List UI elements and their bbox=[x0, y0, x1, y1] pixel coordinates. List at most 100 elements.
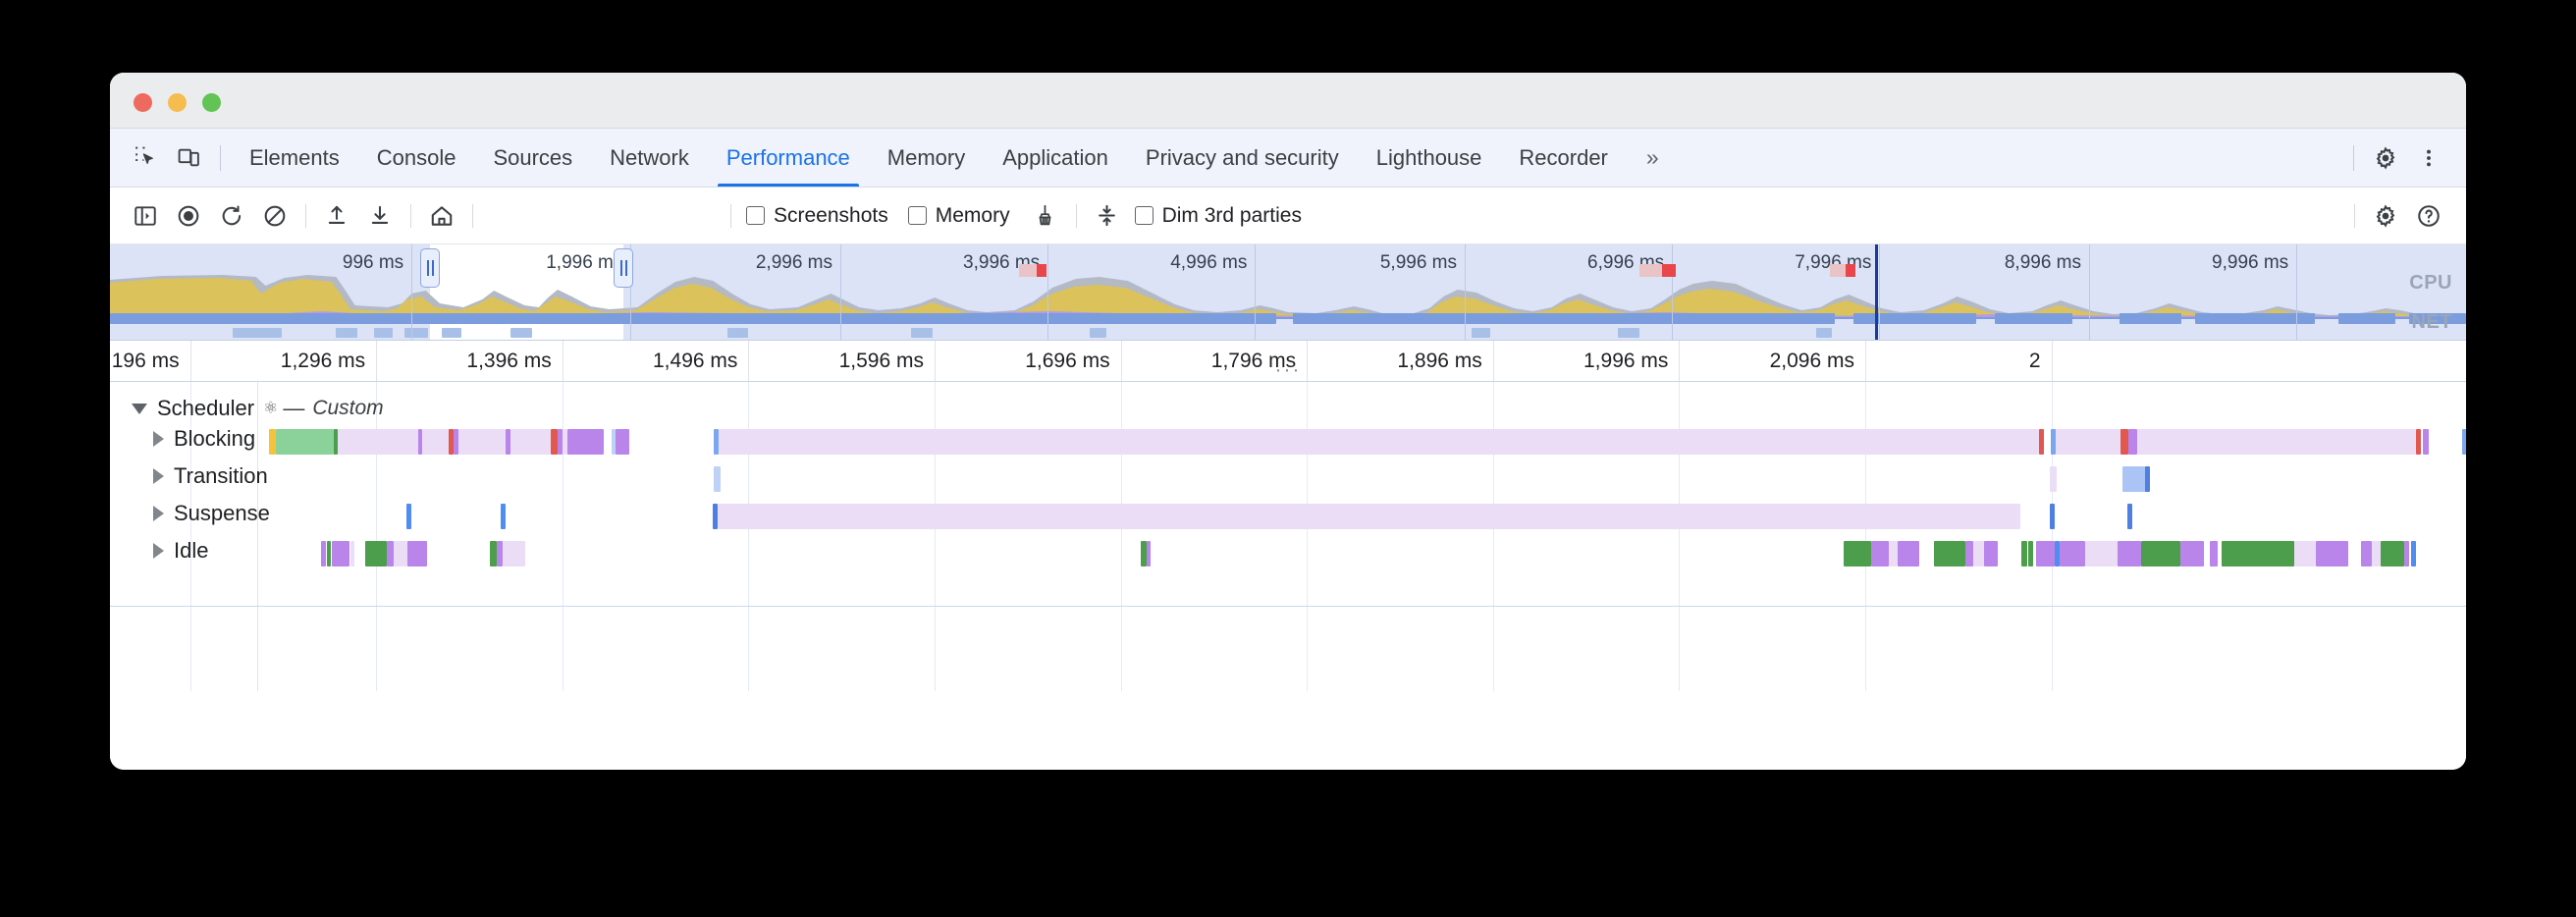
flame-bar[interactable] bbox=[421, 429, 449, 455]
flame-bar[interactable] bbox=[2035, 541, 2055, 566]
tab-elements[interactable]: Elements bbox=[249, 144, 340, 170]
flame-bar[interactable] bbox=[448, 429, 455, 455]
flame-bar[interactable] bbox=[2221, 541, 2294, 566]
flame-bar[interactable] bbox=[2404, 541, 2409, 566]
flame-bar[interactable] bbox=[1984, 541, 1999, 566]
flame-bar[interactable] bbox=[611, 429, 616, 455]
clear-icon[interactable] bbox=[253, 194, 296, 238]
tab-console[interactable]: Console bbox=[376, 144, 456, 170]
track-label-blocking[interactable]: Blocking bbox=[153, 426, 255, 452]
flame-bar[interactable] bbox=[497, 541, 503, 566]
timeline-ruler[interactable]: 1,196 ms1,296 ms1,396 ms1,496 ms1,596 ms… bbox=[110, 341, 2466, 382]
flame-bar[interactable] bbox=[333, 429, 339, 455]
net-request-bar[interactable] bbox=[2409, 313, 2466, 324]
gear-icon[interactable] bbox=[2364, 136, 2407, 180]
device-toolbar-icon[interactable] bbox=[167, 136, 210, 180]
net-request-bar[interactable] bbox=[1292, 313, 1835, 324]
flame-bar[interactable] bbox=[2050, 429, 2056, 455]
net-request-bar-secondary[interactable] bbox=[1618, 328, 1639, 338]
net-request-bar[interactable] bbox=[1995, 313, 2073, 324]
track-label-transition[interactable]: Transition bbox=[153, 463, 268, 489]
overview-selection-handle-left[interactable] bbox=[420, 248, 441, 288]
flame-bar[interactable] bbox=[713, 504, 719, 529]
flame-bar[interactable] bbox=[2360, 541, 2373, 566]
chevron-down-icon[interactable] bbox=[132, 403, 147, 414]
chevron-right-icon[interactable] bbox=[153, 506, 164, 521]
flame-bar[interactable] bbox=[457, 429, 507, 455]
flame-bar[interactable] bbox=[566, 429, 604, 455]
flame-bar[interactable] bbox=[386, 541, 395, 566]
screenshots-checkbox[interactable]: Screenshots bbox=[740, 204, 894, 228]
flame-bar[interactable] bbox=[2055, 429, 2121, 455]
flame-bar[interactable] bbox=[331, 541, 349, 566]
flame-bar[interactable] bbox=[2144, 466, 2150, 492]
tab-memory[interactable]: Memory bbox=[886, 144, 966, 170]
flame-bar[interactable] bbox=[2141, 541, 2181, 566]
flame-bar[interactable] bbox=[551, 429, 558, 455]
gear-icon[interactable] bbox=[2364, 194, 2407, 238]
dim-3rd-parties-checkbox-box[interactable] bbox=[1134, 206, 1154, 225]
flame-bar[interactable] bbox=[268, 429, 277, 455]
net-request-bar-secondary[interactable] bbox=[232, 328, 283, 338]
garbage-collect-broom-icon[interactable] bbox=[1024, 194, 1067, 238]
flame-bar[interactable] bbox=[327, 541, 332, 566]
flame-bar[interactable] bbox=[713, 466, 722, 492]
reload-and-record-icon[interactable] bbox=[210, 194, 253, 238]
dim-3rd-parties-checkbox[interactable]: Dim 3rd parties bbox=[1129, 204, 1308, 228]
net-request-bar-secondary[interactable] bbox=[911, 328, 933, 338]
flame-bar[interactable] bbox=[2410, 541, 2416, 566]
memory-checkbox-box[interactable] bbox=[907, 206, 927, 225]
flame-bar[interactable] bbox=[2423, 429, 2429, 455]
flame-bar[interactable] bbox=[1146, 541, 1152, 566]
chevron-right-icon[interactable] bbox=[153, 543, 164, 559]
flame-bar[interactable] bbox=[2372, 541, 2382, 566]
flame-bar[interactable] bbox=[502, 541, 525, 566]
net-request-bar[interactable] bbox=[1853, 313, 1976, 324]
memory-checkbox[interactable]: Memory bbox=[902, 204, 1016, 228]
flame-bar[interactable] bbox=[1933, 541, 1965, 566]
net-request-bar-secondary[interactable] bbox=[1815, 328, 1833, 338]
track-label-suspense[interactable]: Suspense bbox=[153, 501, 270, 526]
net-request-bar-secondary[interactable] bbox=[336, 328, 357, 338]
track-row[interactable] bbox=[257, 466, 2466, 492]
net-request-bar-secondary[interactable] bbox=[1472, 328, 1491, 338]
net-request-bar-secondary[interactable] bbox=[726, 328, 749, 338]
flame-bar[interactable] bbox=[2118, 541, 2142, 566]
net-request-bar-secondary[interactable] bbox=[404, 328, 428, 338]
flame-bar[interactable] bbox=[1141, 541, 1147, 566]
flame-bar[interactable] bbox=[510, 429, 552, 455]
flame-bar[interactable] bbox=[349, 541, 354, 566]
flame-bar[interactable] bbox=[2027, 541, 2034, 566]
flame-bar[interactable] bbox=[1897, 541, 1919, 566]
flame-bar[interactable] bbox=[2462, 429, 2466, 455]
download-profile-icon[interactable] bbox=[358, 194, 402, 238]
flame-bar[interactable] bbox=[2128, 429, 2138, 455]
net-request-bar[interactable] bbox=[110, 313, 1276, 324]
flame-bar[interactable] bbox=[718, 504, 2021, 529]
flame-bar[interactable] bbox=[276, 429, 334, 455]
flame-bar[interactable] bbox=[1888, 541, 1898, 566]
flame-bar[interactable] bbox=[1843, 541, 1872, 566]
net-request-bar[interactable] bbox=[2120, 313, 2181, 324]
tab-recorder[interactable]: Recorder bbox=[1519, 144, 1608, 170]
flame-bar[interactable] bbox=[506, 429, 511, 455]
flame-bar[interactable] bbox=[2315, 541, 2348, 566]
net-request-bar-secondary[interactable] bbox=[1090, 328, 1107, 338]
overview-selection-handle-right[interactable] bbox=[614, 248, 634, 288]
flame-bar[interactable] bbox=[615, 429, 629, 455]
flame-bar[interactable] bbox=[2180, 541, 2205, 566]
tab-network[interactable]: Network bbox=[610, 144, 689, 170]
window-close-button[interactable] bbox=[134, 93, 152, 112]
flame-bar[interactable] bbox=[364, 541, 387, 566]
chevron-right-icon[interactable] bbox=[153, 468, 164, 484]
flame-bar[interactable] bbox=[2060, 541, 2085, 566]
flame-bar[interactable] bbox=[2137, 429, 2416, 455]
flame-bar[interactable] bbox=[563, 429, 567, 455]
tab-performance[interactable]: Performance bbox=[708, 129, 869, 187]
track-row[interactable] bbox=[257, 429, 2466, 455]
home-icon[interactable] bbox=[420, 194, 463, 238]
flame-bar[interactable] bbox=[1871, 541, 1889, 566]
flame-bar[interactable] bbox=[2121, 466, 2148, 492]
